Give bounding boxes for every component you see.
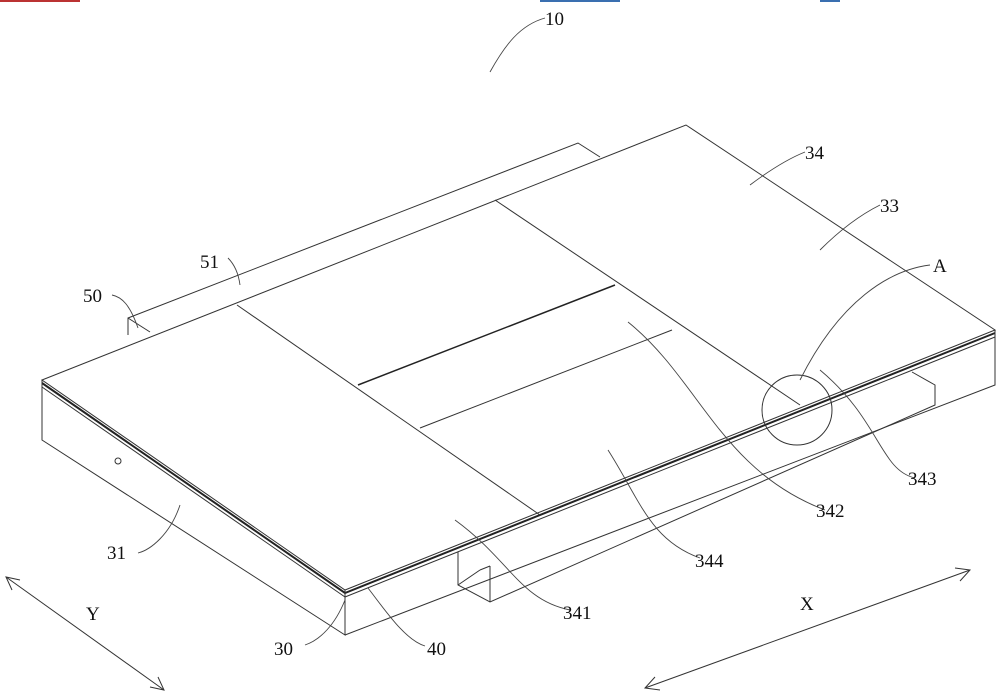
label-33: 33 [880, 196, 899, 217]
label-341: 341 [563, 603, 592, 624]
top-strip-blue2 [820, 0, 840, 2]
rail-back [127, 142, 601, 335]
label-31: 31 [107, 543, 126, 564]
label-x: X [800, 594, 814, 615]
slab [40, 124, 997, 636]
top-strip-red [0, 0, 80, 2]
x-axis-arrow [643, 567, 972, 691]
label-34: 34 [805, 143, 825, 164]
label-51: 51 [200, 252, 219, 273]
label-344: 344 [695, 551, 724, 572]
label-y: Y [86, 604, 100, 625]
label-40: 40 [427, 639, 446, 660]
leader-lines [111, 17, 931, 647]
top-strip-blue [540, 0, 620, 2]
rail-front [457, 371, 936, 603]
label-343: 343 [908, 469, 937, 490]
label-10: 10 [545, 9, 564, 30]
label-30: 30 [274, 639, 293, 660]
detail-circle-a [761, 374, 833, 446]
label-a: A [933, 256, 947, 277]
label-50: 50 [83, 286, 102, 307]
y-axis-arrow [5, 576, 165, 691]
label-342: 342 [816, 501, 845, 522]
